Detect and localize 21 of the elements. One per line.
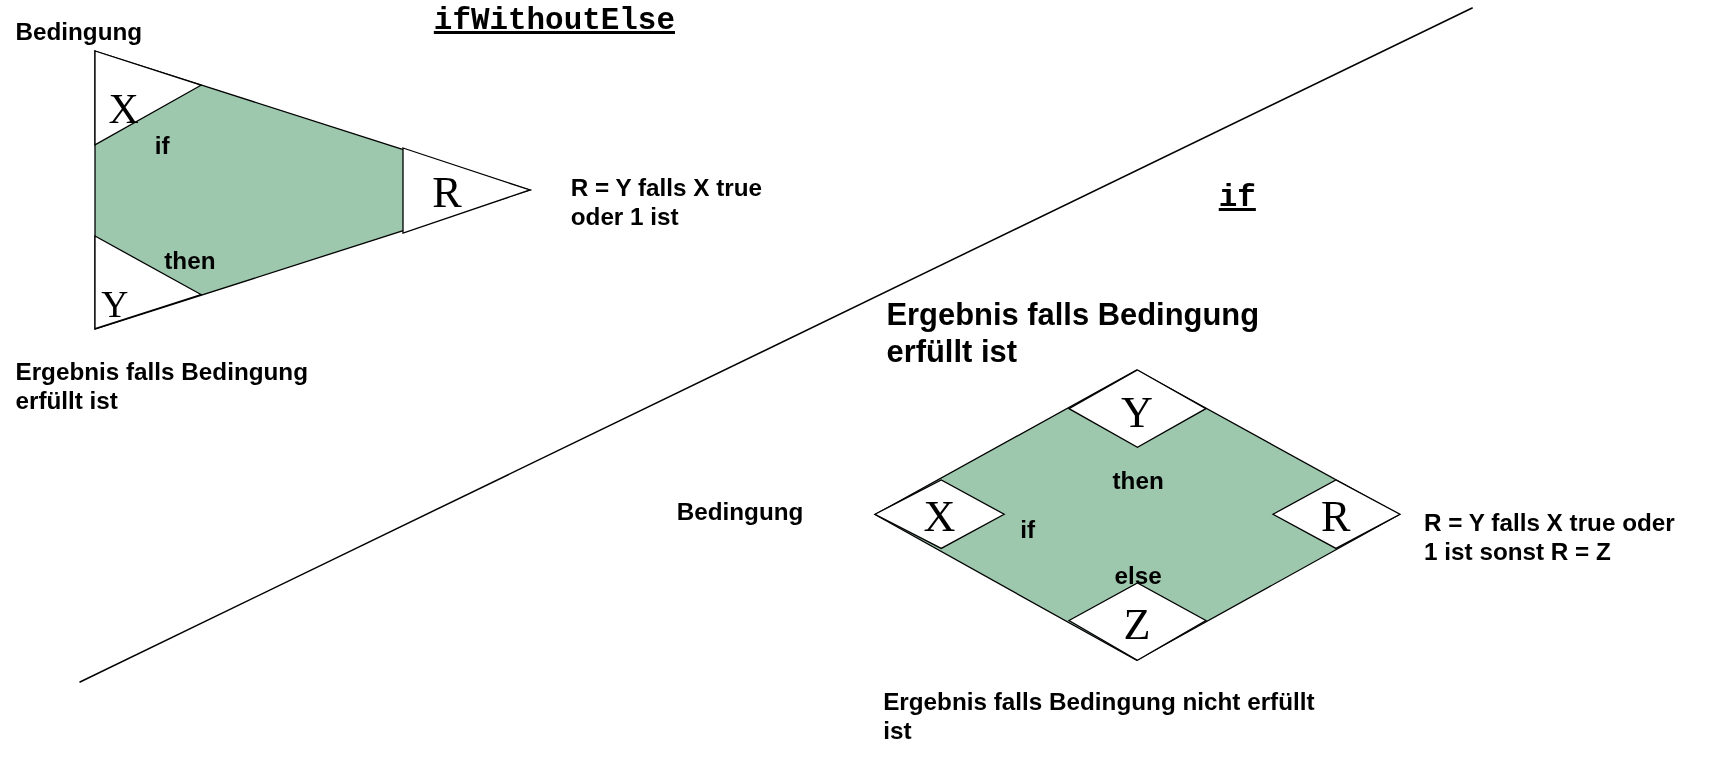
variable-letter: R [1321,494,1351,539]
variable-letter: R [432,171,462,216]
port-label: then [1112,469,1164,494]
variable-letter: X [923,494,956,539]
port-label: else [1114,564,1162,589]
variable-letter: Y [1121,390,1153,435]
section-heading: ifWithoutElse [433,2,675,40]
port-label: if [1020,517,1036,542]
port-label: if [154,133,170,158]
port-label: then [164,248,216,273]
condition-label: Bedingung [15,16,143,46]
result-description: Ergebnis falls Bedingung nicht erfüllt ist [883,686,1316,745]
result-description: R = Y falls X true oder 1 ist sonst R = Z [1424,507,1676,567]
result-description: R = Y falls X true oder 1 ist [570,173,764,232]
variable-letter: Z [1123,602,1151,647]
result-description: Ergebnis falls Bedingung erfüllt ist [15,356,309,415]
variable-letter: Y [101,285,129,324]
section-heading: if [1218,178,1256,216]
variable-letter: X [108,89,139,132]
condition-label: Bedingung [676,496,804,526]
result-description: Ergebnis falls Bedingung erfüllt ist [886,295,1261,370]
